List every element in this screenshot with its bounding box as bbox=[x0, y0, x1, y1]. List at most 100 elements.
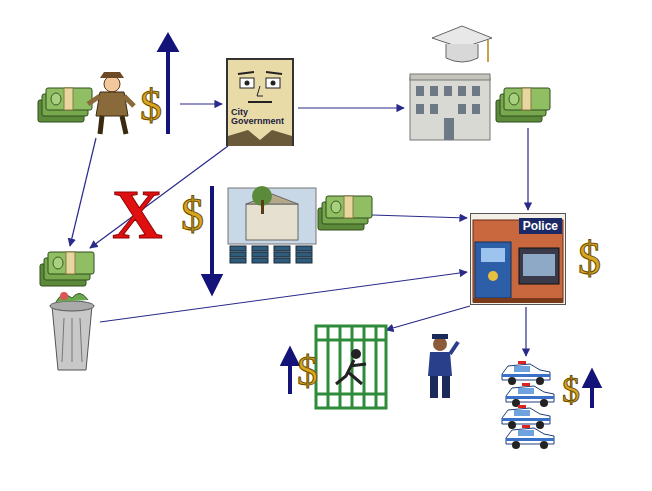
illustration-part bbox=[487, 40, 489, 62]
illustration-part bbox=[228, 186, 316, 263]
illustration-part bbox=[444, 118, 454, 140]
illustration-part bbox=[70, 104, 528, 356]
illustration-part bbox=[252, 258, 268, 263]
illustration-part bbox=[38, 88, 92, 122]
node-drawing bbox=[475, 242, 511, 298]
illustration-part bbox=[52, 306, 92, 370]
illustration-part bbox=[430, 86, 438, 96]
node-drawing bbox=[238, 72, 282, 74]
illustration-part bbox=[446, 44, 478, 62]
illustration-part bbox=[472, 104, 480, 114]
illustration-part bbox=[502, 361, 550, 385]
illustration-part bbox=[336, 360, 366, 384]
illustration-part bbox=[327, 326, 330, 408]
illustration-part bbox=[88, 72, 134, 134]
node-text: Police bbox=[519, 218, 562, 234]
illustration-part bbox=[246, 204, 298, 240]
illustration-part bbox=[96, 92, 128, 116]
illustration-part bbox=[40, 252, 94, 286]
illustration-part bbox=[230, 252, 246, 257]
illustration-part bbox=[298, 107, 404, 108]
illustration-part bbox=[506, 383, 554, 407]
illustration-part bbox=[428, 352, 452, 376]
illustration-part bbox=[288, 362, 292, 394]
node-drawing bbox=[488, 271, 498, 281]
government-box: City Government bbox=[226, 58, 294, 146]
node-drawing bbox=[228, 60, 294, 146]
illustration-part bbox=[442, 376, 450, 398]
illustration-part bbox=[166, 48, 170, 134]
dollar-sign: $ bbox=[578, 236, 601, 282]
illustration-part bbox=[296, 246, 312, 251]
illustration-part bbox=[375, 326, 378, 408]
illustration-part bbox=[433, 337, 447, 351]
illustration-part bbox=[585, 372, 599, 386]
illustration-part bbox=[70, 138, 96, 246]
illustration-part bbox=[506, 425, 554, 449]
illustration-part bbox=[230, 246, 312, 263]
illustration-part bbox=[410, 74, 490, 80]
node-drawing bbox=[523, 254, 555, 276]
illustration-part bbox=[160, 36, 599, 408]
illustration-part bbox=[458, 86, 466, 96]
illustration-part bbox=[416, 86, 424, 96]
illustration-part bbox=[351, 349, 361, 359]
illustration-part bbox=[316, 339, 386, 342]
illustration-part bbox=[50, 292, 94, 370]
illustration-part bbox=[100, 272, 467, 322]
illustration-part bbox=[100, 116, 126, 134]
dollar-sign: $ bbox=[140, 84, 162, 128]
illustration-part bbox=[430, 104, 438, 114]
illustration-part bbox=[318, 196, 372, 230]
node-drawing bbox=[240, 78, 254, 88]
node-drawing bbox=[519, 248, 559, 284]
illustration-part bbox=[316, 326, 386, 408]
illustration-part bbox=[210, 186, 214, 278]
node-drawing bbox=[228, 130, 292, 146]
illustration-part bbox=[60, 292, 68, 300]
illustration-part bbox=[228, 188, 316, 244]
node-drawing bbox=[481, 248, 505, 262]
illustration-part bbox=[416, 104, 424, 114]
cross-mark: X bbox=[112, 180, 163, 250]
illustration-part bbox=[274, 252, 290, 257]
illustration-part bbox=[88, 96, 134, 106]
illustration-part bbox=[372, 215, 467, 218]
illustration-part bbox=[416, 86, 480, 140]
illustration-part bbox=[458, 104, 466, 114]
illustration-part bbox=[160, 36, 176, 50]
illustration-part bbox=[432, 334, 448, 339]
illustration-part bbox=[410, 26, 492, 140]
illustration-part bbox=[496, 88, 550, 122]
police-station: Police bbox=[470, 213, 566, 305]
illustration-part bbox=[100, 72, 124, 78]
illustration-part bbox=[274, 258, 290, 263]
illustration-part bbox=[339, 326, 342, 408]
dollar-sign: $ bbox=[181, 192, 204, 238]
node-drawing bbox=[248, 101, 272, 103]
illustration-part bbox=[363, 326, 366, 408]
illustration-part bbox=[252, 252, 268, 257]
illustration-part bbox=[316, 326, 386, 408]
node-drawing bbox=[245, 81, 250, 86]
illustration-part bbox=[450, 342, 458, 354]
node-drawing bbox=[257, 86, 263, 96]
illustration-part bbox=[386, 306, 470, 330]
illustration-part bbox=[230, 246, 246, 251]
node-drawing bbox=[473, 298, 563, 303]
illustration-part bbox=[316, 326, 386, 408]
illustration-part bbox=[62, 318, 64, 362]
illustration-part bbox=[410, 78, 490, 140]
illustration-part bbox=[230, 258, 246, 263]
illustration-part bbox=[296, 258, 312, 263]
illustration-part bbox=[296, 252, 312, 257]
illustration-part bbox=[80, 318, 82, 362]
illustration-part bbox=[428, 334, 458, 398]
illustration-part bbox=[261, 200, 264, 214]
illustration-part bbox=[527, 128, 528, 210]
dollar-sign: $ bbox=[562, 372, 580, 408]
illustration-part bbox=[316, 393, 386, 396]
illustration-part bbox=[274, 246, 290, 251]
illustration-part bbox=[472, 86, 480, 96]
